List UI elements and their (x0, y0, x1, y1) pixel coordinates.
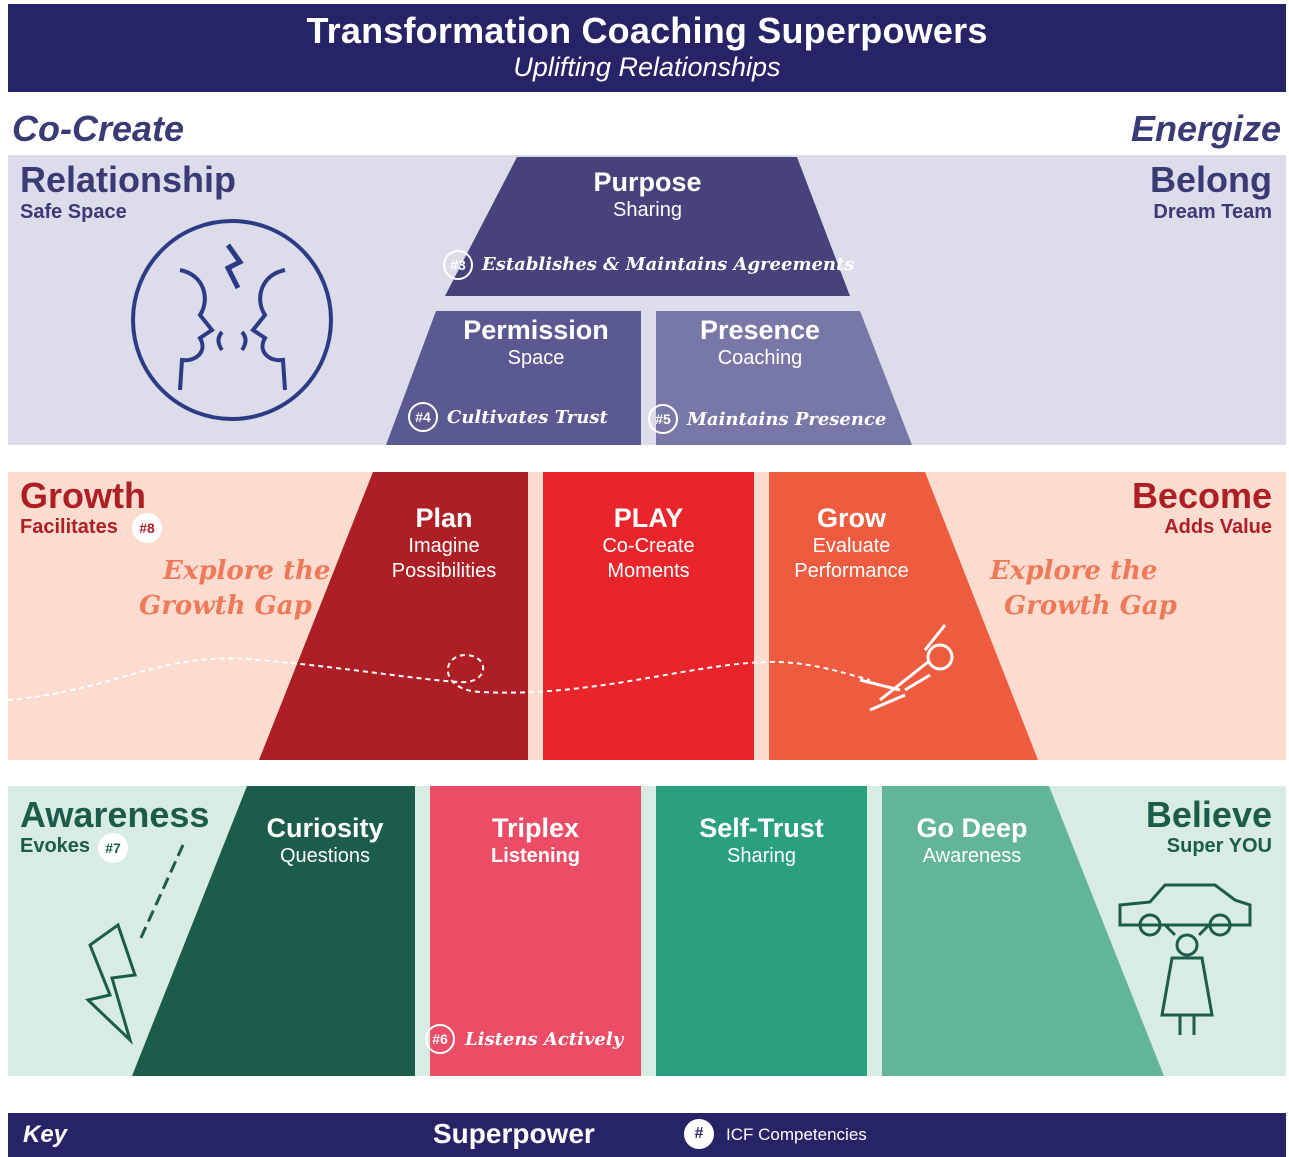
triplex-block (430, 786, 641, 1076)
badge-5: #5 (648, 404, 678, 434)
badge-4: #4 (408, 402, 438, 432)
explore-right-line1: Explore the (990, 556, 1158, 586)
selftrust-sub: Sharing (727, 845, 796, 867)
godeep-block (882, 786, 1164, 1076)
play-block (543, 472, 754, 760)
competency-4: Cultivates Trust (447, 407, 608, 428)
explore-left-line1: Explore the (163, 556, 331, 586)
competency-6: Listens Actively (465, 1029, 624, 1050)
awareness-sub: Evokes (20, 835, 91, 857)
competency-5: Maintains Presence (687, 409, 887, 430)
corner-label-right: Energize (1130, 108, 1281, 149)
presence-title: Presence (699, 315, 821, 345)
page-title: Transformation Coaching Superpowers (306, 10, 988, 51)
car-lifting-hero-icon (1118, 883, 1252, 1035)
key-hash-badge: # (684, 1119, 714, 1149)
purpose-sub: Sharing (613, 199, 682, 221)
header-banner: Transformation Coaching Superpowers Upli… (8, 4, 1286, 92)
faces-icon (131, 219, 333, 421)
triplex-sub: Listening (491, 845, 580, 867)
key-label: Key (23, 1121, 68, 1148)
curiosity-sub: Questions (279, 845, 371, 867)
purpose-title: Purpose (593, 167, 702, 197)
grow-block (769, 472, 1038, 760)
grow-sub2: Performance (794, 560, 909, 582)
competency-3: Establishes & Maintains Agreements (482, 254, 855, 275)
key-bar: Key Superpower # ICF Competencies (8, 1113, 1286, 1157)
permission-block (386, 311, 641, 445)
badge-3: #3 (443, 250, 473, 280)
play-sub1: Co-Create (602, 535, 695, 557)
key-superpower: Superpower (433, 1118, 595, 1149)
become-sub: Adds Value (1164, 516, 1272, 538)
relationship-title: Relationship (20, 159, 237, 200)
badge-8: #8 (132, 513, 162, 543)
relationship-sub: Safe Space (20, 201, 127, 223)
awareness-title: Awareness (20, 794, 210, 835)
permission-title: Permission (463, 315, 609, 345)
plan-sub2: Possibilities (391, 560, 497, 582)
believe-title: Believe (1145, 794, 1272, 835)
play-sub2: Moments (607, 560, 690, 582)
lightning-icon (84, 844, 185, 1045)
explore-right-line2: Growth Gap (1004, 591, 1177, 621)
page-subtitle: Uplifting Relationships (513, 52, 781, 82)
grow-sub1: Evaluate (812, 535, 891, 557)
believe-sub: Super YOU (1166, 835, 1272, 857)
growth-sub: Facilitates (20, 516, 118, 538)
godeep-title: Go Deep (916, 813, 1028, 843)
selftrust-block (656, 786, 867, 1076)
presence-block (656, 311, 912, 445)
corner-label-left: Co-Create (12, 108, 185, 149)
permission-sub: Space (507, 347, 565, 369)
superhero-icon (859, 624, 954, 712)
belong-title: Belong (1150, 159, 1272, 200)
selftrust-title: Self-Trust (699, 813, 824, 843)
badge-6: #6 (425, 1024, 455, 1054)
play-title: PLAY (613, 503, 684, 533)
growth-path (7, 653, 871, 701)
curiosity-title: Curiosity (266, 813, 384, 843)
growth-title: Growth (20, 475, 146, 516)
key-icf: ICF Competencies (726, 1125, 867, 1144)
curiosity-block (132, 786, 415, 1076)
grow-title: Grow (816, 503, 886, 533)
presence-sub: Coaching (717, 347, 803, 369)
plan-sub1: Imagine (408, 535, 480, 557)
purpose-block (445, 157, 850, 296)
badge-7: #7 (98, 833, 128, 863)
become-title: Become (1131, 475, 1272, 516)
belong-sub: Dream Team (1153, 201, 1272, 223)
plan-title: Plan (415, 503, 473, 533)
godeep-sub: Awareness (922, 845, 1022, 867)
explore-left-line2: Growth Gap (139, 591, 312, 621)
triplex-title: Triplex (491, 813, 580, 843)
